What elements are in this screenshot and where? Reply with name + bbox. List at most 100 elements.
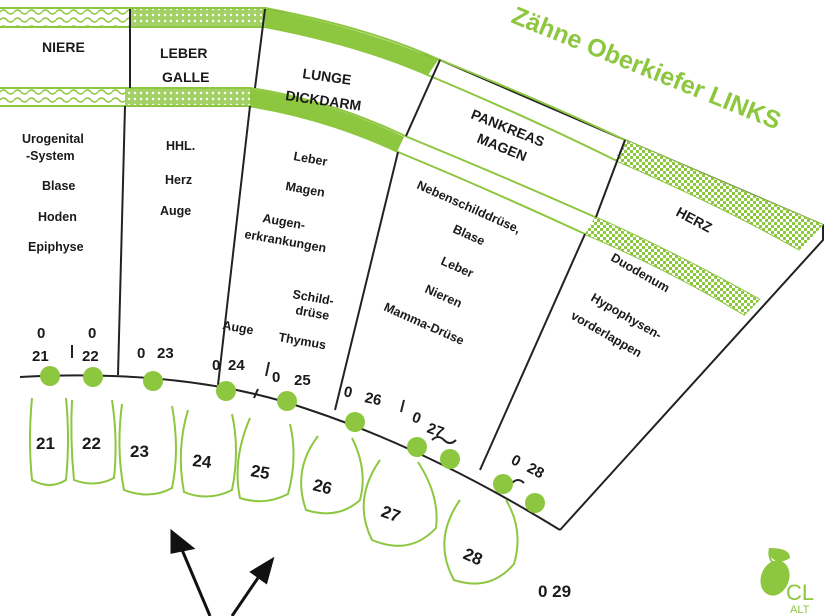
- organs-leber: HHL. Herz Auge: [160, 139, 195, 218]
- squiggle: [511, 479, 525, 484]
- point-25-dot: [277, 391, 297, 411]
- point-prefix: 0: [212, 357, 220, 374]
- point-prefix: 0: [37, 325, 45, 342]
- point-number: 28: [524, 460, 547, 483]
- point-27b-dot: [440, 449, 460, 469]
- divider-1: [117, 9, 131, 376]
- arrow-right: [230, 571, 264, 616]
- header-herz: HERZ: [674, 204, 716, 236]
- point-labels: 0 21 0 22 0 23 0 24 0 25 0 26 0 27 0 28: [32, 325, 547, 482]
- organ-label: Magen: [284, 179, 325, 200]
- logo-text-bottom: ALT: [790, 604, 810, 616]
- organ-label: erkrankungen: [243, 227, 327, 255]
- tooth-number: 21: [36, 434, 55, 453]
- point-28a-dot: [493, 474, 513, 494]
- tooth-number: 24: [192, 451, 213, 472]
- organ-label: -System: [26, 149, 75, 163]
- band2-herz-fill: [585, 217, 760, 315]
- point-prefix: 0: [272, 369, 280, 386]
- tooth-28-outline: [443, 499, 519, 585]
- organs-pankreas: Nebenschilddrüse, Blase Leber Nieren Mam…: [382, 178, 523, 348]
- point-prefix: 0: [342, 383, 354, 401]
- organ-label: Auge: [160, 204, 191, 218]
- band1-leber-fill: [130, 9, 265, 26]
- teeth: [29, 397, 519, 585]
- band1-bottom: [0, 26, 801, 251]
- point-prefix: 0: [88, 325, 96, 342]
- header-leber: LEBER: [160, 45, 207, 61]
- band1-niere-fill: [0, 9, 130, 26]
- organ-label: Nieren: [423, 282, 464, 311]
- divider-2: [217, 8, 266, 386]
- tooth-number: 27: [379, 502, 403, 526]
- organ-label: Blase: [42, 179, 75, 193]
- organ-label: Epiphyse: [28, 240, 84, 254]
- band1-top: [0, 7, 824, 226]
- band2-lunge-fill: [250, 89, 404, 152]
- point-number: 26: [363, 389, 383, 409]
- point-28b-dot: [525, 493, 545, 513]
- point-separators: [71, 345, 405, 413]
- tooth-number: 22: [82, 434, 101, 453]
- header-galle: GALLE: [162, 69, 209, 85]
- point-number: 25: [294, 372, 311, 389]
- squiggles: [431, 436, 525, 484]
- arrow-left: [178, 544, 212, 616]
- point-23-dot: [143, 371, 163, 391]
- arrows: [170, 528, 275, 616]
- point-number: 23: [157, 345, 174, 362]
- organ-label: Auge: [221, 318, 254, 337]
- divider-3: [334, 59, 441, 411]
- band-fills: [0, 9, 823, 315]
- tooth-21-outline: [29, 397, 69, 486]
- organ-label: Thymus: [277, 330, 327, 352]
- logo-olive-icon: [760, 560, 790, 596]
- tooth-23-outline: [118, 403, 177, 496]
- tooth-numbers: 21 22 23 24 25 26 27 28: [36, 434, 485, 569]
- tooth-25-outline: [236, 417, 295, 503]
- teeth-arc: [19, 374, 561, 531]
- arrow-left-head: [170, 528, 196, 554]
- point-24-dot: [216, 381, 236, 401]
- point-prefix: 0: [508, 452, 523, 471]
- organs-niere: Urogenital -System Blase Hoden Epiphyse: [22, 132, 84, 254]
- band2-bottom: [0, 105, 746, 316]
- tooth-number: 26: [311, 475, 334, 498]
- header-niere: NIERE: [42, 39, 85, 55]
- logo-leaf-icon: [770, 548, 790, 562]
- band1-lunge-fill: [265, 9, 438, 75]
- tooth-number: 28: [460, 544, 485, 569]
- point-26-dot: [345, 412, 365, 432]
- separator: [253, 388, 259, 399]
- organ-label: Augen-: [261, 211, 306, 232]
- tooth-22-outline: [70, 399, 117, 485]
- separator: [265, 361, 270, 377]
- point-prefix: 0: [137, 345, 145, 362]
- organ-label: Urogenital: [22, 132, 84, 146]
- point-number: 27: [425, 420, 446, 442]
- tooth-26-outline: [300, 435, 364, 515]
- organ-label: Leber: [439, 254, 476, 281]
- tooth-24-outline: [179, 409, 237, 498]
- organ-label: Herz: [165, 173, 192, 187]
- point-27a-dot: [407, 437, 427, 457]
- tooth-number: 25: [249, 461, 271, 483]
- diagram-title: Zähne Oberkiefer LINKS: [508, 2, 785, 136]
- organ-label: Hoden: [38, 210, 77, 224]
- organs-lunge: Leber Magen Augen- erkrankungen Schild- …: [221, 149, 334, 352]
- arrow-right-head: [249, 556, 275, 585]
- organ-label: drüse: [294, 303, 330, 323]
- point-22-dot: [83, 367, 103, 387]
- point-number: 22: [82, 348, 99, 365]
- point-21-dot: [40, 366, 60, 386]
- point-number: 24: [228, 357, 245, 374]
- logo-branch-icon: [768, 547, 773, 563]
- column-dividers: [117, 8, 626, 471]
- squiggle: [431, 436, 457, 444]
- organ-label: Leber: [292, 149, 328, 169]
- band2-leber-fill: [125, 89, 250, 105]
- tooth-27-outline: [362, 459, 438, 547]
- point-prefix: 0: [410, 409, 424, 428]
- logo-text-top: CL: [786, 580, 814, 605]
